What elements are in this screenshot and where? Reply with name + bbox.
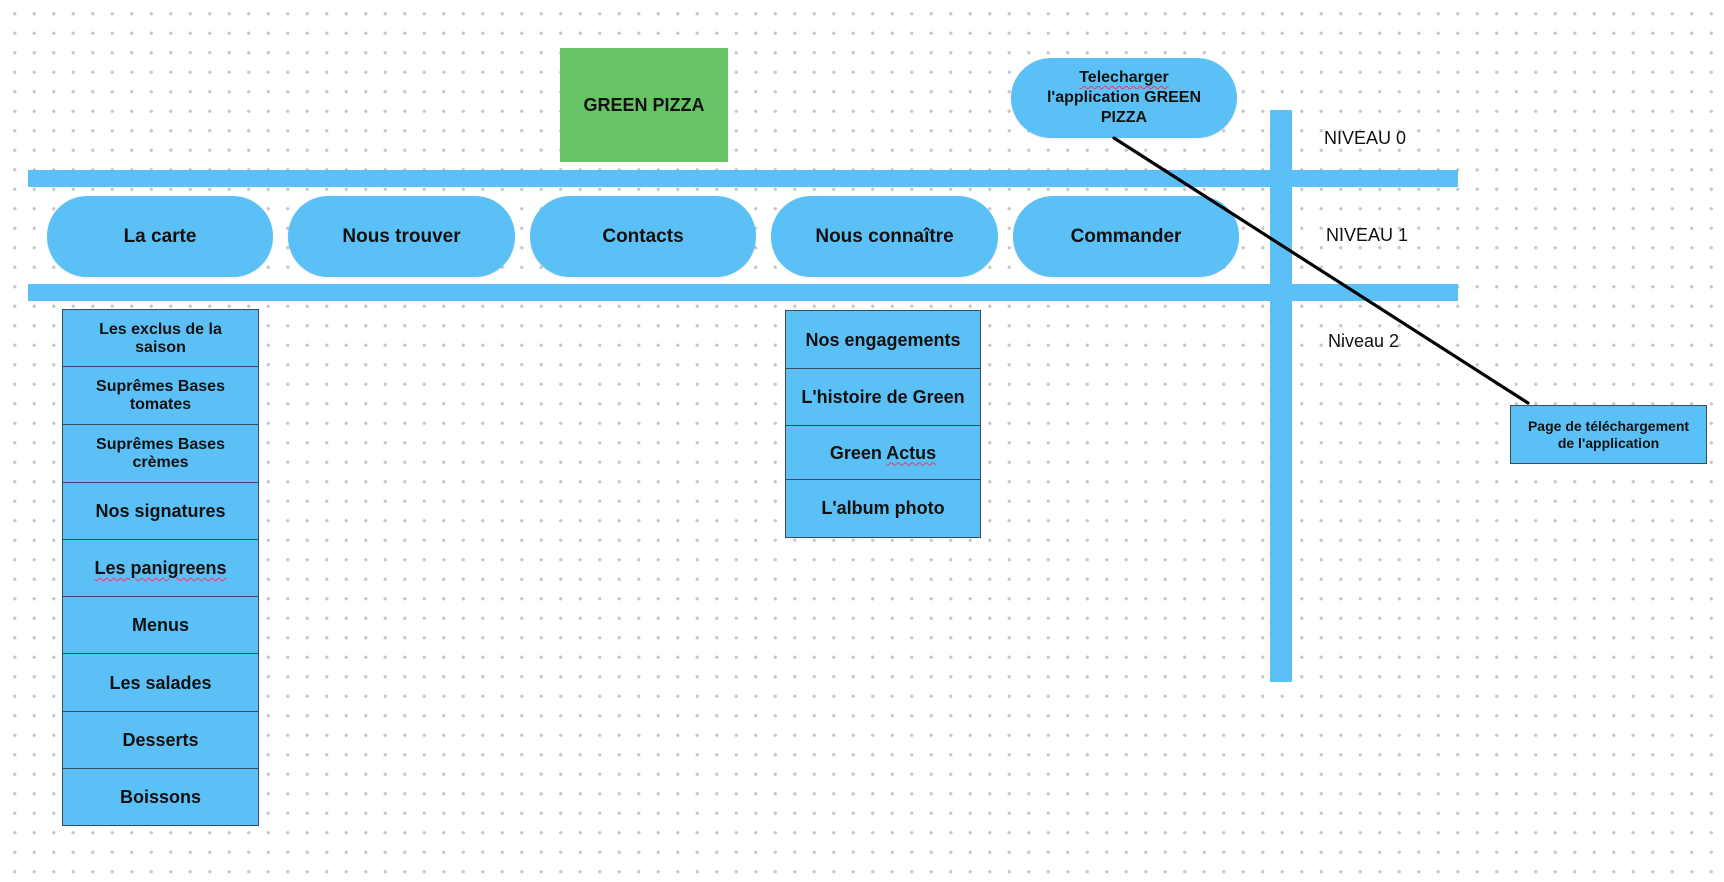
connaitre-item-album[interactable]: L'album photo [785, 479, 981, 538]
nav-commander[interactable]: Commander [1013, 196, 1239, 277]
nav-nous-trouver[interactable]: Nous trouver [288, 196, 515, 277]
connaitre-actus-word-actus: Actus [886, 442, 937, 463]
carte-item-exclus[interactable]: Les exclus de la saison [62, 309, 259, 368]
download-app-line3: PIZZA [1100, 109, 1148, 126]
horizontal-bar-bottom [28, 284, 1458, 301]
connaitre-item-histoire[interactable]: L'histoire de Green [785, 368, 981, 427]
connaitre-item-actus[interactable]: Green Actus [785, 425, 981, 481]
level-0-label: NIVEAU 0 [1324, 128, 1407, 148]
carte-item-bases-cremes[interactable]: Suprêmes Bases crèmes [62, 424, 259, 484]
download-app-text: Telecharger l'application GREEN PIZZA [1047, 68, 1201, 128]
carte-item-desserts[interactable]: Desserts [62, 711, 259, 770]
vertical-bar [1270, 110, 1292, 682]
connaitre-item-engagements[interactable]: Nos engagements [785, 310, 981, 370]
level-1-label: NIVEAU 1 [1326, 225, 1409, 245]
download-page-box[interactable]: Page de téléchargement de l'application [1510, 405, 1707, 464]
connaitre-actus-word-green: Green [829, 442, 887, 463]
carte-item-signatures[interactable]: Nos signatures [62, 482, 259, 541]
carte-item-salades[interactable]: Les salades [62, 653, 259, 713]
carte-item-panigreens-label: Les panigreens [94, 558, 227, 578]
nav-la-carte[interactable]: La carte [47, 196, 273, 277]
nav-contacts[interactable]: Contacts [530, 196, 756, 277]
connaitre-item-actus-label: Green Actus [830, 443, 936, 464]
green-pizza-logo: GREEN PIZZA [560, 48, 728, 162]
horizontal-bar-top [28, 170, 1458, 187]
download-app-word: Telecharger [1079, 69, 1169, 86]
level-2-label: Niveau 2 [1328, 331, 1400, 351]
nav-nous-connaitre[interactable]: Nous connaître [771, 196, 998, 277]
carte-item-boissons[interactable]: Boissons [62, 768, 259, 826]
download-app-line2: l'application GREEN [1046, 89, 1202, 106]
download-app-pill[interactable]: Telecharger l'application GREEN PIZZA [1011, 58, 1237, 138]
carte-item-menus[interactable]: Menus [62, 596, 259, 655]
carte-item-panigreens[interactable]: Les panigreens [62, 539, 259, 598]
carte-item-bases-tomates[interactable]: Suprêmes Bases tomates [62, 366, 259, 426]
